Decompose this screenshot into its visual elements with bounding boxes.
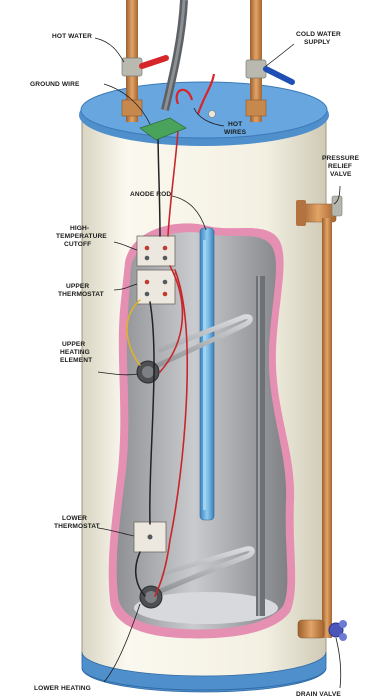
label-hot-wires: HOT WIRES [224,121,247,136]
label-pressure-relief-valve: PRESSURE RELIEF VALVE [322,155,361,178]
label-cold-water-supply: COLD WATER SUPPLY [296,31,343,46]
label-drain-valve: DRAIN VALVE [296,691,341,698]
tank-top-cap [79,82,329,146]
upper-thermostat-unit [137,236,175,304]
flue-tube [256,276,265,616]
label-anode-rod: ANODE ROD [130,191,171,198]
label-hot-water: HOT WATER [52,33,92,40]
lower-thermostat [134,522,166,552]
anode-rod [200,228,214,520]
label-ground-wire: GROUND WIRE [30,81,80,88]
label-lower-heating: LOWER HEATING [34,685,91,692]
